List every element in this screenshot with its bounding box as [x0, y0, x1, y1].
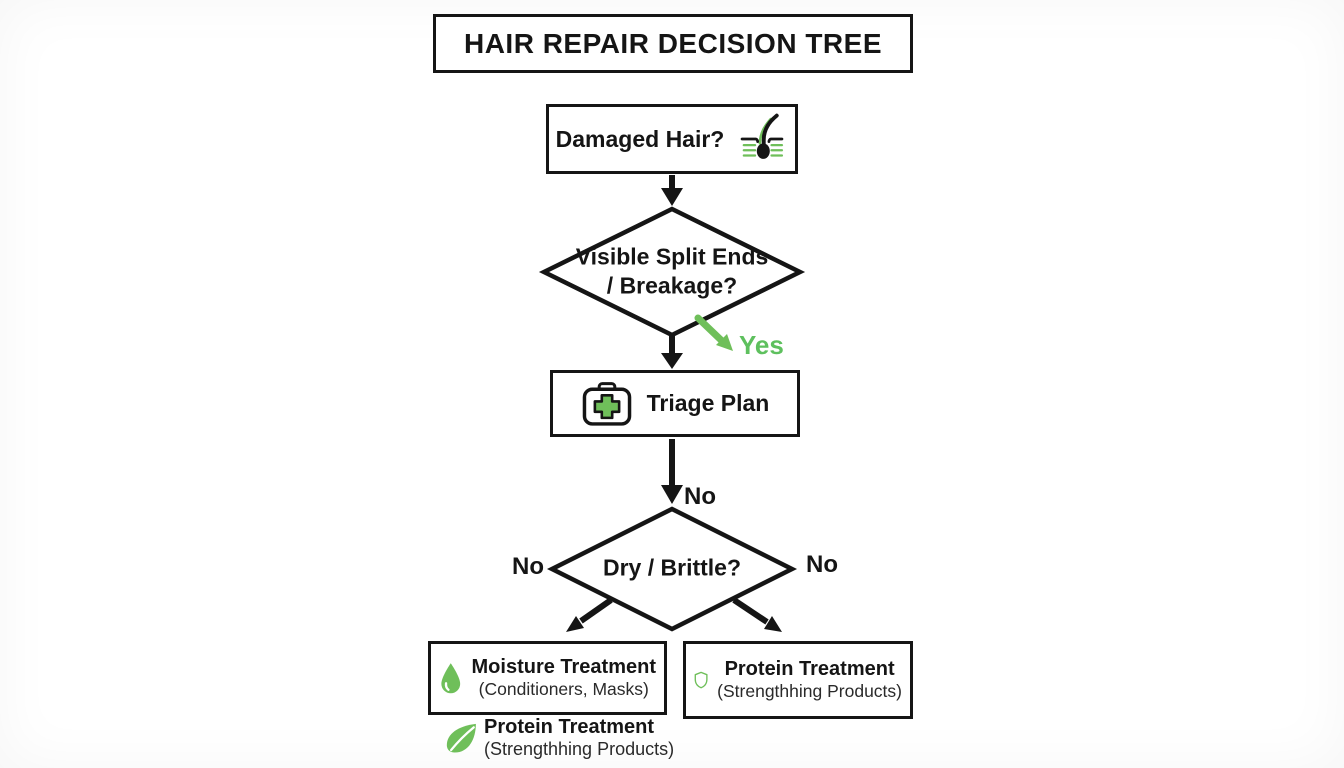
arrowhead-icon	[661, 353, 683, 369]
first-aid-kit-icon	[582, 381, 631, 426]
edge-damaged-to-splitends	[661, 175, 683, 206]
protein-note-subtitle: (Strengthhing Products)	[484, 739, 675, 759]
edge-drybrittle-to-protein	[732, 597, 782, 632]
leaf-icon	[446, 723, 476, 753]
water-droplet-icon	[441, 663, 461, 694]
edge-label-no-top: No	[684, 483, 716, 510]
node-split-ends-label: Visible Split Ends / Breakage?	[576, 242, 769, 300]
edge-label-no-right: No	[806, 551, 838, 578]
node-triage-plan: Triage Plan	[550, 370, 800, 437]
moisture-treatment-title: Moisture Treatment	[471, 656, 656, 678]
node-damaged-hair-label: Damaged Hair?	[555, 125, 725, 152]
arrowhead-icon	[661, 485, 683, 504]
arrowhead-icon	[716, 334, 733, 351]
node-moisture-treatment: Moisture Treatment (Conditioners, Masks)	[428, 641, 667, 715]
node-protein-treatment: Protein Treatment (Strengthhing Products…	[683, 641, 913, 719]
decision-diamond-dry-brittle	[546, 506, 798, 632]
hair-follicle-icon	[741, 113, 784, 159]
node-dry-brittle-label: Dry / Brittle?	[602, 554, 742, 581]
node-triage-plan-label: Triage Plan	[646, 390, 770, 416]
node-protein-treatment-note: Protein Treatment (Strengthhing Products…	[444, 716, 674, 760]
protein-note-title: Protein Treatment	[484, 716, 655, 738]
moisture-treatment-subtitle: (Conditioners, Masks)	[478, 679, 649, 699]
edge-triage-to-drybrittle	[661, 439, 683, 504]
edge-drybrittle-to-moisture	[566, 597, 613, 632]
page-title: HAIR REPAIR DECISION TREE	[463, 27, 883, 59]
moisture-treatment-text: Moisture Treatment (Conditioners, Masks)	[472, 656, 656, 700]
diagram-title-box: HAIR REPAIR DECISION TREE	[433, 14, 913, 73]
edge-label-yes: Yes	[739, 330, 784, 360]
arrowhead-icon	[764, 616, 782, 632]
split-ends-line1: Visible Split Ends	[575, 243, 769, 270]
shield-icon	[694, 671, 708, 689]
edge-splitends-to-triage	[661, 336, 683, 369]
split-ends-line2: / Breakage?	[606, 272, 738, 298]
edge-label-no-left: No	[512, 553, 544, 580]
protein-note-text: Protein Treatment (Strengthhing Products…	[484, 716, 674, 760]
arrowhead-icon	[661, 188, 683, 206]
node-damaged-hair: Damaged Hair?	[546, 104, 798, 174]
decision-diamond-split-ends	[538, 206, 806, 338]
protein-treatment-title: Protein Treatment	[724, 658, 895, 680]
protein-treatment-text: Protein Treatment (Strengthhing Products…	[717, 658, 902, 702]
arrowhead-icon	[566, 616, 584, 632]
protein-treatment-subtitle: (Strengthhing Products)	[717, 681, 902, 701]
edge-yes-arrow	[694, 314, 733, 351]
